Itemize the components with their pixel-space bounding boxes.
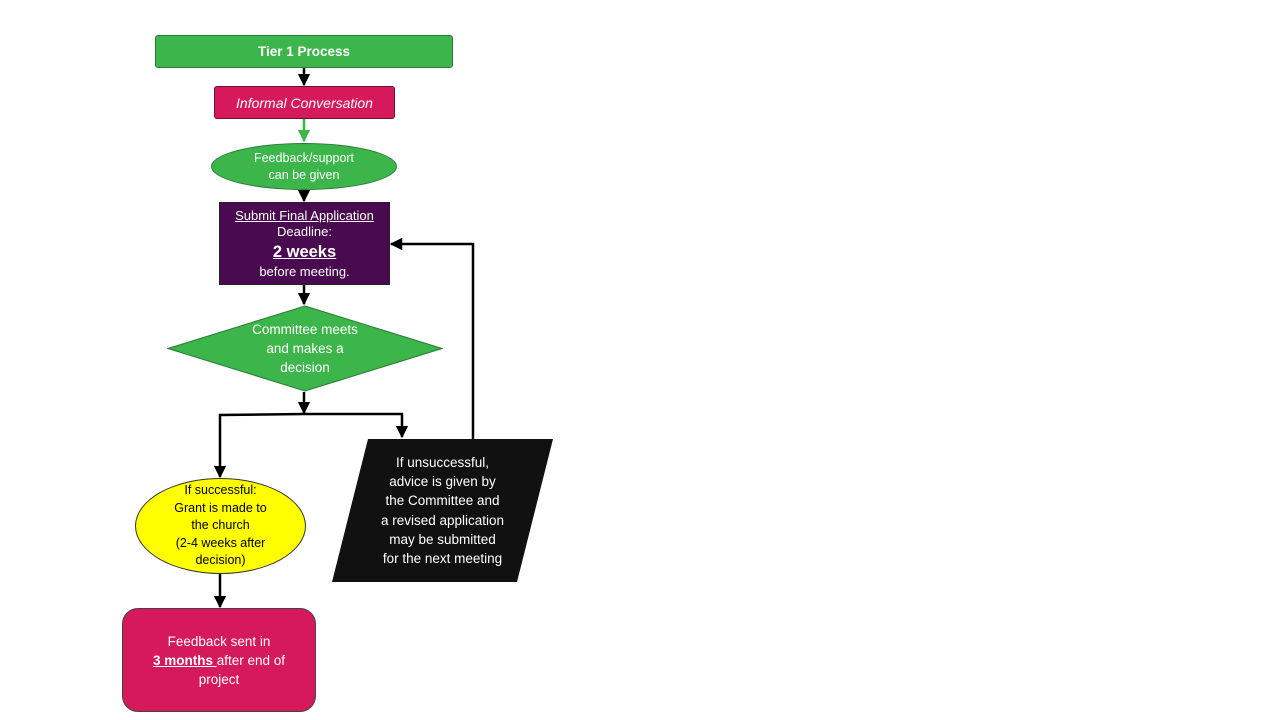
submit-line-1: Submit Final Application — [235, 207, 374, 223]
unsuccessful-line-3: the Committee and — [385, 493, 500, 509]
decision-line-1: Committee meets — [252, 322, 358, 337]
final-line-1: Feedback sent in — [167, 633, 271, 649]
final-months-value: 3 months — [152, 652, 217, 668]
committee-decision-diamond: Committee meets and makes a decision — [167, 305, 443, 392]
informal-conversation-box: Informal Conversation — [214, 86, 395, 119]
tier-1-process-title: Tier 1 Process — [257, 44, 351, 59]
decision-diamond-shape — [167, 305, 443, 392]
submit-line-2: Deadline: — [277, 223, 332, 239]
final-line-2: 3 months after end of — [153, 651, 285, 670]
unsuccessful-line-4: a revised application — [380, 512, 505, 528]
feedback-line-1: Feedback/support — [253, 150, 355, 165]
feedback-sent-box: Feedback sent in 3 months after end of p… — [122, 608, 316, 712]
submit-line-4: before meeting. — [259, 263, 350, 279]
feedback-line-2: can be given — [268, 167, 340, 182]
unsuccessful-parallelogram-shape — [332, 439, 553, 582]
tier-1-process-box: Tier 1 Process — [155, 35, 453, 68]
submit-final-application-box: Submit Final Application Deadline: 2 wee… — [219, 202, 390, 285]
decision-line-2: and makes a — [266, 341, 344, 356]
unsuccessful-line-5: may be submitted — [389, 531, 496, 547]
arrow-unsuccessful-back-to-submit — [389, 237, 475, 439]
submit-deadline-value: 2 weeks — [272, 242, 337, 261]
feedback-support-ellipse: Feedback/support can be given — [211, 143, 397, 190]
unsuccessful-line-6: for the next meeting — [382, 551, 503, 567]
success-line-3: the church — [191, 518, 250, 533]
if-successful-ellipse: If successful: Grant is made to the chur… — [135, 478, 306, 574]
success-line-2: Grant is made to — [174, 500, 267, 515]
success-line-4: (2-4 weeks after — [175, 535, 266, 550]
unsuccessful-line-2: advice is given by — [389, 473, 496, 489]
arrow-to-success — [213, 412, 305, 479]
final-line-3: project — [198, 671, 240, 687]
decision-line-3: decision — [280, 360, 330, 375]
arrow-to-unsuccessful — [304, 412, 409, 439]
success-line-1: If successful: — [184, 483, 257, 498]
final-line-2-rest: after end of — [216, 652, 286, 668]
if-unsuccessful-parallelogram: If unsuccessful, advice is given by the … — [332, 439, 553, 582]
unsuccessful-line-1: If unsuccessful, — [395, 454, 490, 470]
informal-conversation-label: Informal Conversation — [236, 94, 373, 111]
success-line-5: decision) — [195, 553, 246, 568]
